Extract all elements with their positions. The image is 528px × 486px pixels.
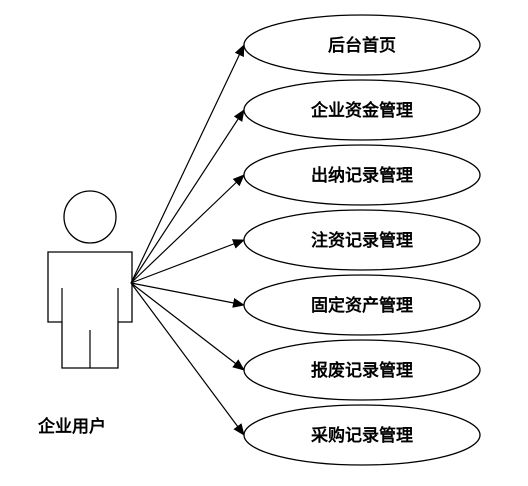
use-case-ellipse [243, 209, 481, 271]
use-case-label: 报废记录管理 [311, 360, 413, 381]
use-case-fixed-assets: 固定资产管理 [243, 274, 481, 336]
use-case-label: 后台首页 [328, 35, 396, 56]
association-arrow-cashier-records [130, 174, 245, 284]
use-case-ellipse [243, 404, 481, 466]
use-case-capital-injection: 注资记录管理 [243, 209, 481, 271]
association-arrow-scrap-records [130, 282, 245, 371]
actor-label: 企业用户 [37, 416, 106, 437]
association-arrow-backend-home [130, 44, 245, 284]
use-case-ellipse [243, 274, 481, 336]
use-case-label: 固定资产管理 [311, 295, 413, 316]
use-case-cashier-records: 出纳记录管理 [243, 144, 481, 206]
use-case-ellipse [243, 14, 481, 76]
use-case-label: 采购记录管理 [310, 425, 413, 446]
use-case-backend-home: 后台首页 [243, 14, 481, 76]
use-case-ellipse [243, 79, 481, 141]
actor-body [47, 251, 133, 369]
use-case-label: 出纳记录管理 [311, 165, 413, 186]
use-case-purchase-records: 采购记录管理 [243, 404, 481, 466]
use-case-enterprise-funds: 企业资金管理 [243, 79, 481, 141]
actor-figure [47, 190, 133, 369]
association-lines [130, 44, 245, 436]
association-arrow-capital-injection [130, 239, 245, 284]
use-case-label: 注资记录管理 [311, 230, 413, 251]
use-case-scrap-records: 报废记录管理 [243, 339, 481, 401]
use-case-ellipse [243, 144, 481, 206]
association-arrow-enterprise-funds [130, 109, 245, 284]
use-case-ellipse [243, 339, 481, 401]
use-case-label: 企业资金管理 [310, 100, 413, 121]
actor-head [63, 190, 117, 244]
association-arrow-fixed-assets [130, 282, 245, 308]
association-arrow-purchase-records [130, 282, 245, 436]
